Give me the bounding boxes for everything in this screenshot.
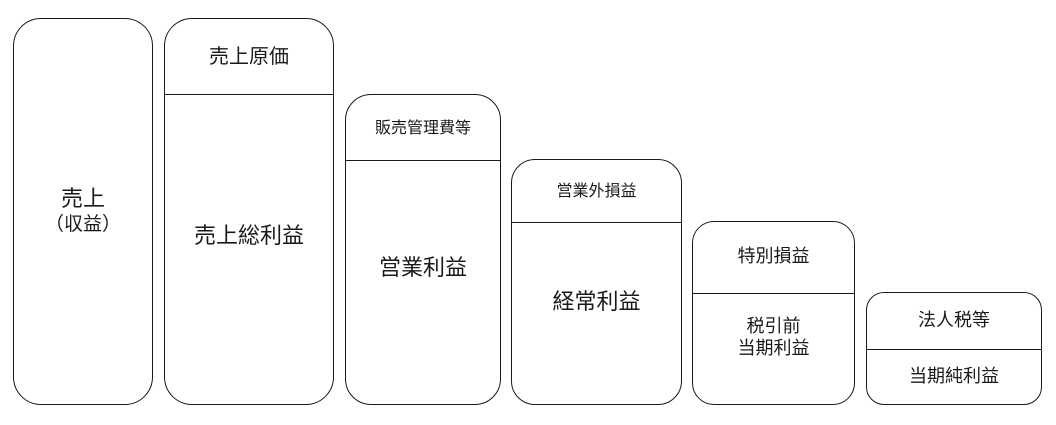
corporate-tax-label: 法人税等 — [918, 309, 990, 331]
sales-section: 売上 （収益） — [14, 19, 152, 404]
pretax-line1: 税引前 — [746, 315, 801, 337]
net-profit-label: 当期純利益 — [909, 365, 999, 387]
gross-profit-box: 売上原価 売上総利益 — [164, 18, 334, 405]
pretax-line2: 当期利益 — [737, 338, 810, 359]
sales-box: 売上 （収益） — [13, 18, 153, 405]
ordinary-profit-label: 経常利益 — [552, 289, 641, 315]
non-operating-section: 営業外損益 — [512, 160, 681, 222]
extraordinary-section: 特別損益 — [693, 222, 854, 293]
ordinary-profit-section: 経常利益 — [512, 222, 681, 404]
operating-profit-box: 販売管理費等 営業利益 — [345, 94, 501, 405]
non-operating-label: 営業外損益 — [556, 181, 637, 200]
sga-label: 販売管理費等 — [374, 117, 471, 137]
corporate-tax-section: 法人税等 — [867, 293, 1041, 349]
sga-section: 販売管理費等 — [346, 95, 500, 160]
operating-profit-section: 営業利益 — [346, 160, 500, 404]
revenue-sublabel: （収益） — [44, 213, 121, 236]
pretax-profit-section: 税引前 当期利益 — [693, 293, 854, 404]
net-profit-section: 当期純利益 — [867, 349, 1041, 404]
extraordinary-label: 特別損益 — [737, 246, 810, 268]
cost-of-sales-label: 売上原価 — [209, 44, 289, 68]
gross-profit-label: 売上総利益 — [193, 223, 304, 249]
gross-profit-section: 売上総利益 — [165, 94, 333, 404]
net-profit-box: 法人税等 当期純利益 — [866, 292, 1042, 405]
ordinary-profit-box: 営業外損益 経常利益 — [511, 159, 682, 405]
cost-of-sales-section: 売上原価 — [165, 19, 333, 94]
sales-label: 売上 — [60, 186, 105, 212]
operating-profit-label: 営業利益 — [378, 255, 467, 281]
pretax-profit-box: 特別損益 税引前 当期利益 — [692, 221, 855, 405]
